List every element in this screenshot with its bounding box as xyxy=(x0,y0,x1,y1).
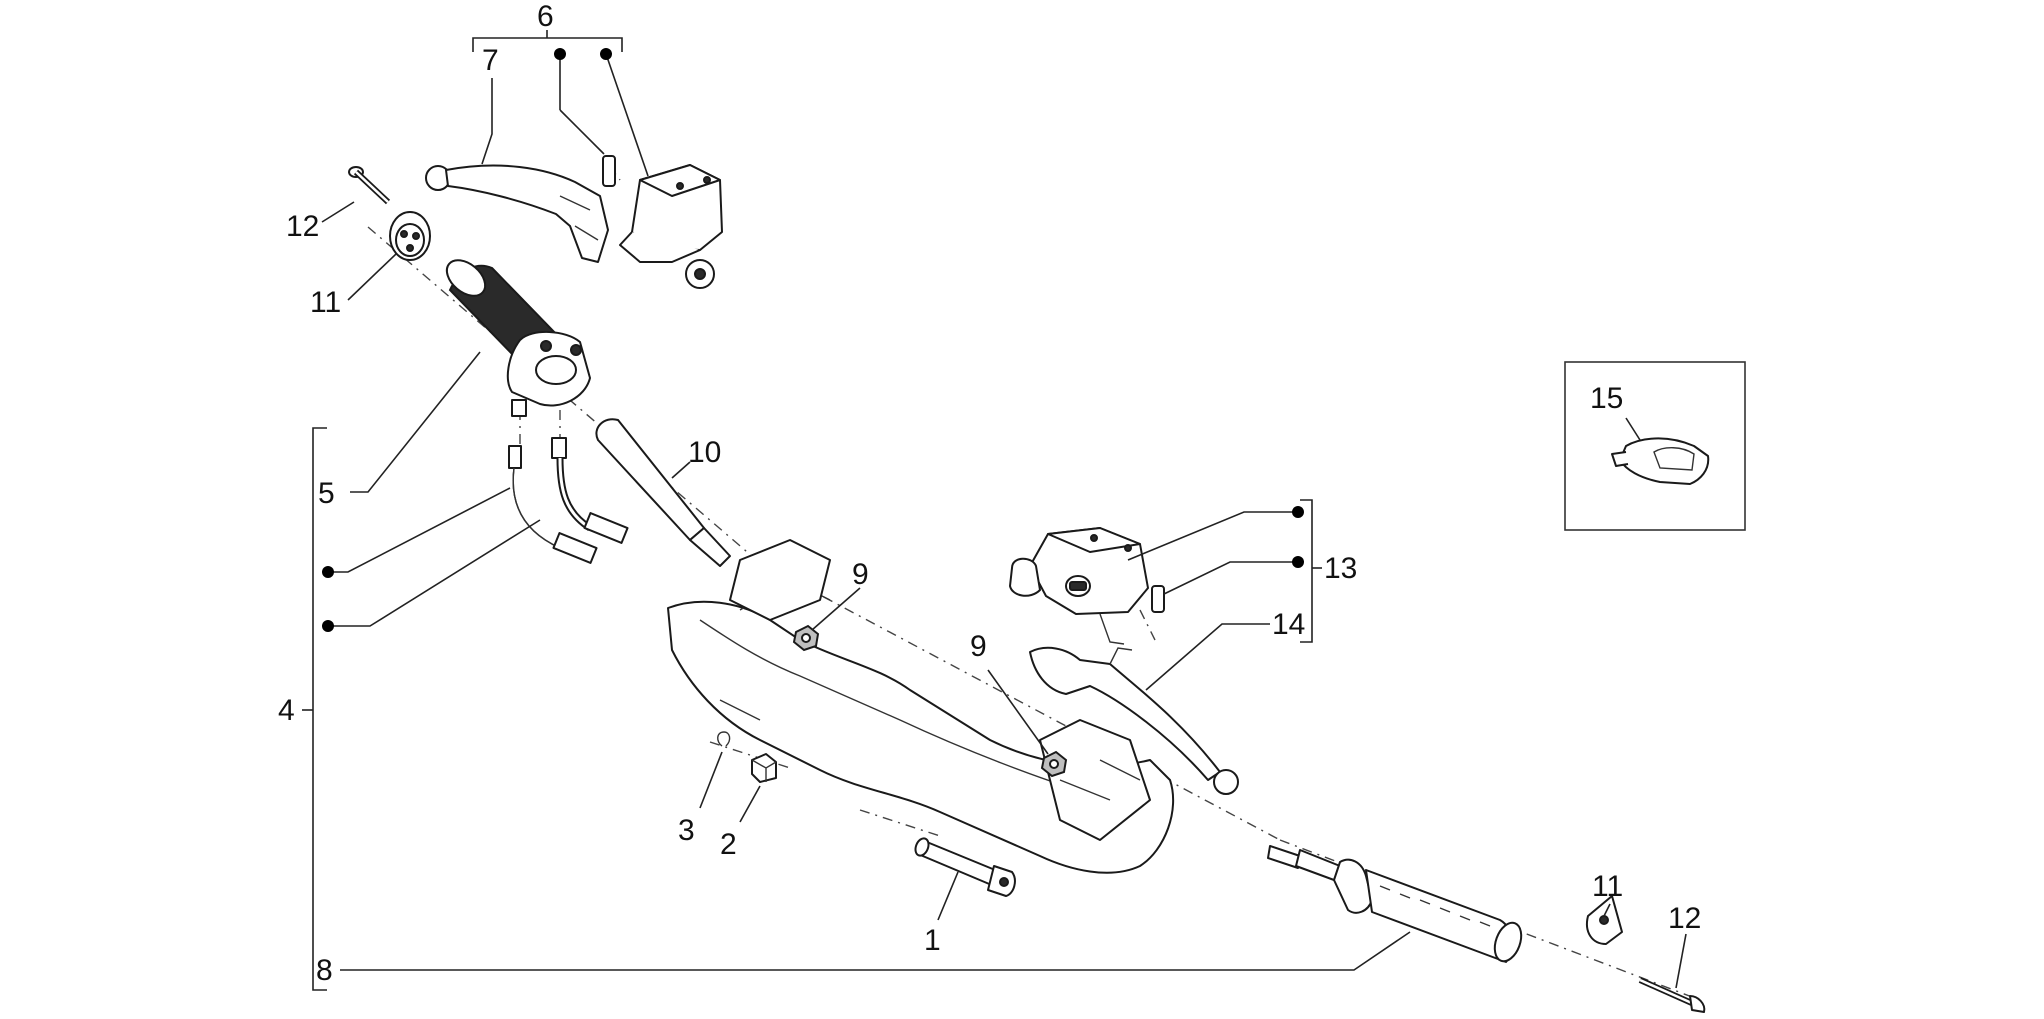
bullets xyxy=(322,48,1304,632)
callout-3: 3 xyxy=(678,814,695,847)
callout-8: 8 xyxy=(316,954,333,987)
callout-labels: 6 7 12 11 5 4 10 9 9 3 2 1 13 14 8 11 12… xyxy=(278,0,1701,987)
callout-7: 7 xyxy=(482,44,499,77)
callout-5: 5 xyxy=(318,477,335,510)
part-12-bolt-bottom xyxy=(1638,977,1706,1013)
bracket-13 xyxy=(1300,499,1322,643)
part-4-switch-wires xyxy=(508,437,629,564)
part-1-socket-bolt xyxy=(914,837,1016,897)
leader-lines xyxy=(321,53,1687,989)
callout-14: 14 xyxy=(1272,608,1305,641)
callout-13: 13 xyxy=(1324,552,1357,585)
callout-4: 4 xyxy=(278,694,295,727)
part-12-bolt-top xyxy=(348,166,391,205)
part-14-brake-lever-right xyxy=(1029,646,1239,795)
inset-box-15 xyxy=(1564,361,1746,531)
callout-9-right: 9 xyxy=(970,630,987,663)
part-2-block xyxy=(751,753,777,783)
part-13-master-cylinder-right xyxy=(1009,527,1165,645)
callout-1: 1 xyxy=(924,924,941,957)
part-5-throttle-grip xyxy=(445,259,591,417)
part-10-bar-tube xyxy=(595,418,731,567)
callout-9-left: 9 xyxy=(852,558,869,591)
part-15-cable-clip xyxy=(1611,437,1710,485)
callout-12-bottom: 12 xyxy=(1668,902,1701,935)
part-9-nut-left xyxy=(792,624,820,652)
callout-12-top: 12 xyxy=(286,210,319,243)
callout-2: 2 xyxy=(720,828,737,861)
bracket-6 xyxy=(472,30,623,52)
part-8-right-grip xyxy=(1267,845,1523,963)
callout-11-bottom: 11 xyxy=(1592,870,1623,903)
callout-15: 15 xyxy=(1590,382,1623,415)
part-3-clip xyxy=(717,731,731,747)
part-11-bar-end-top xyxy=(389,211,431,261)
bracket-4 xyxy=(302,427,327,991)
part-9-nut-right xyxy=(1040,750,1068,778)
callout-10: 10 xyxy=(688,436,721,469)
callout-11-top: 11 xyxy=(310,286,341,319)
part-7-brake-lever-left xyxy=(425,164,609,263)
part-11-bar-end-bottom xyxy=(1586,895,1623,945)
part-8-handlebar-frame xyxy=(667,539,1175,874)
callout-6: 6 xyxy=(537,0,554,33)
part-6-master-cylinder-top xyxy=(602,155,723,289)
